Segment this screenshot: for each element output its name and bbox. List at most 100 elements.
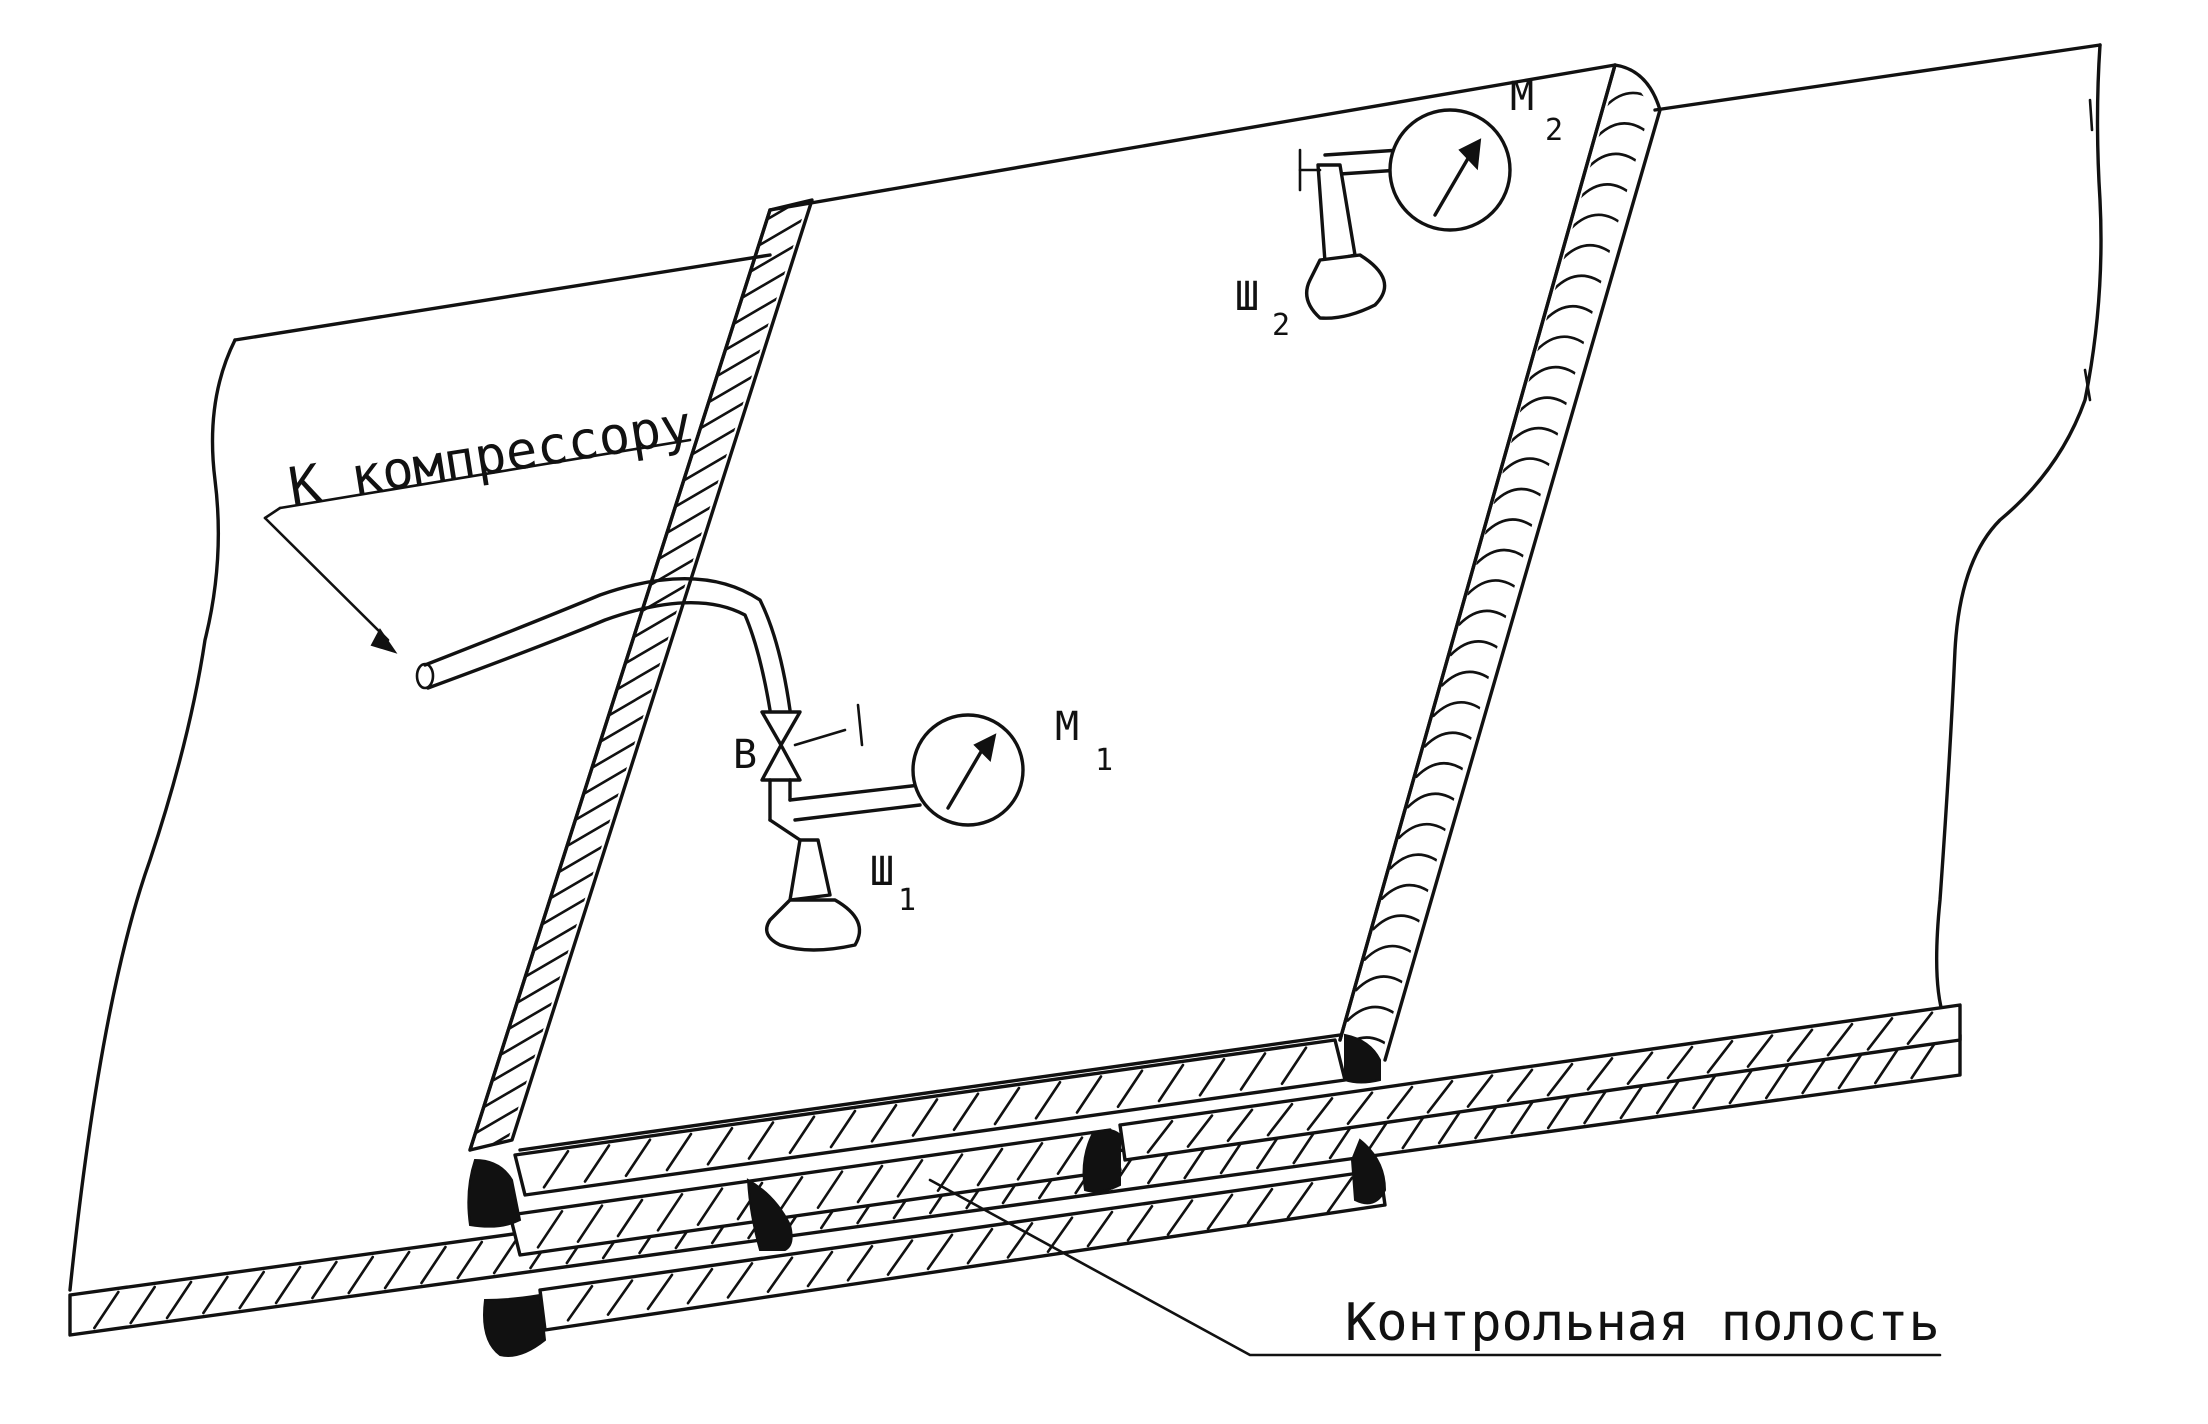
hatch-line: [536, 1210, 564, 1249]
weld-stroke: [698, 399, 749, 431]
hatch-line: [202, 1275, 229, 1315]
hatch-line: [1346, 1091, 1374, 1126]
weld-stroke: [689, 425, 741, 457]
hatch-line: [1706, 1039, 1734, 1074]
svg-text:М: М: [1510, 74, 1534, 120]
hatch-line: [726, 1262, 754, 1299]
hatch-line: [1692, 1070, 1719, 1110]
hatch-line: [806, 1250, 834, 1288]
hatch-line: [966, 1227, 994, 1265]
hatch-line: [1626, 1051, 1654, 1086]
svg-text:2: 2: [1272, 308, 1290, 343]
left-weld-bead: [468, 198, 814, 1152]
weld-scallop: [1389, 853, 1446, 870]
fitting-sh2: [1298, 148, 1387, 320]
hatch-line: [846, 1244, 874, 1282]
hatch-line: [665, 1132, 693, 1172]
hatch-line: [1034, 1080, 1062, 1120]
hatch-line: [747, 1121, 775, 1160]
hatch-line: [993, 1086, 1021, 1126]
hatch-line: [420, 1245, 447, 1285]
gauge-m1-label: М 1: [1055, 704, 1113, 778]
hatch-line: [1198, 1057, 1226, 1097]
hatch-line: [1186, 1114, 1214, 1148]
weld-scallop: [1449, 640, 1507, 657]
hatch-line: [1866, 1017, 1894, 1051]
hatch-line: [576, 1204, 604, 1243]
hatch-line: [1226, 1108, 1254, 1143]
hatch-line: [1056, 1136, 1084, 1175]
compressor-hose: [415, 577, 792, 712]
weld-scallop: [1509, 426, 1567, 443]
hatch-line: [896, 1159, 924, 1198]
hatch-line: [1386, 1085, 1414, 1120]
weld-scallop: [1483, 518, 1541, 535]
hatch-line: [129, 1285, 156, 1325]
hatch-line: [886, 1239, 914, 1276]
weld-scallop: [1552, 274, 1610, 291]
weld-stroke: [748, 242, 799, 274]
weld-scallop: [1458, 609, 1515, 626]
hatch-line: [383, 1250, 411, 1290]
hatch-line: [93, 1290, 120, 1330]
hatch-line: [952, 1092, 980, 1132]
hatch-line: [1786, 1028, 1814, 1063]
hatch-line: [456, 1240, 484, 1280]
hatch-line: [829, 1109, 857, 1149]
hatch-line: [1239, 1052, 1267, 1091]
weld-stroke: [481, 1078, 532, 1110]
gauge-m2-label: М 2: [1510, 74, 1563, 148]
hatch-line: [936, 1153, 964, 1192]
hatch-line: [1466, 1074, 1494, 1108]
hatch-line: [1266, 1102, 1294, 1137]
fitting-sh2-label: Ш 2: [1235, 274, 1290, 343]
hatch-line: [1619, 1080, 1647, 1120]
hatch-line: [1016, 1142, 1044, 1181]
valve-label: В: [733, 732, 757, 778]
weld-stroke: [506, 1000, 557, 1031]
hatch-line: [606, 1279, 634, 1316]
gauge-m1: [788, 713, 1025, 827]
weld-stroke: [573, 791, 624, 822]
hatch-line: [696, 1187, 724, 1226]
weld-stroke: [731, 295, 782, 326]
hatch-line: [624, 1138, 652, 1178]
weld-stroke: [656, 530, 707, 561]
fitting-sh1-label: Ш 1: [870, 849, 916, 918]
hatch-line: [1666, 1045, 1694, 1080]
hatch-line: [1583, 1085, 1610, 1125]
hatch-line: [1006, 1222, 1034, 1259]
hatch-line: [1506, 1068, 1534, 1103]
hatch-line: [976, 1147, 1004, 1187]
hatch-line: [1764, 1060, 1792, 1100]
hatch-line: [706, 1126, 734, 1166]
hatch-line: [492, 1235, 520, 1275]
hatch-line: [1086, 1210, 1114, 1248]
hatch-line: [1126, 1204, 1154, 1242]
compressor-leader: [263, 438, 692, 654]
weld-stroke: [473, 1104, 524, 1136]
hatch-line: [1426, 1079, 1454, 1114]
weld-scallop: [1604, 91, 1650, 108]
weld-scallop: [1406, 792, 1464, 809]
right-weld-bead: [1338, 63, 1662, 1062]
weld-stroke: [523, 947, 574, 979]
hatch-line: [686, 1267, 714, 1305]
weld-scallop: [1466, 579, 1524, 596]
svg-text:1: 1: [898, 883, 916, 918]
hatch-line: [1910, 1040, 1937, 1080]
hatch-line: [911, 1098, 939, 1137]
hatch-line: [1728, 1065, 1756, 1105]
hatch-line: [542, 1149, 570, 1189]
control-cavity-leader: [928, 1178, 1942, 1357]
section-view: [68, 1003, 1962, 1357]
svg-text:Ш: Ш: [1235, 274, 1259, 320]
hatch-line: [1826, 1022, 1854, 1057]
weld-stroke: [673, 477, 724, 509]
weld-stroke: [723, 321, 774, 352]
hatch-line: [1837, 1050, 1865, 1090]
hatch-line: [1546, 1062, 1574, 1097]
weld-stroke: [531, 921, 582, 953]
weld-stroke: [606, 686, 657, 718]
